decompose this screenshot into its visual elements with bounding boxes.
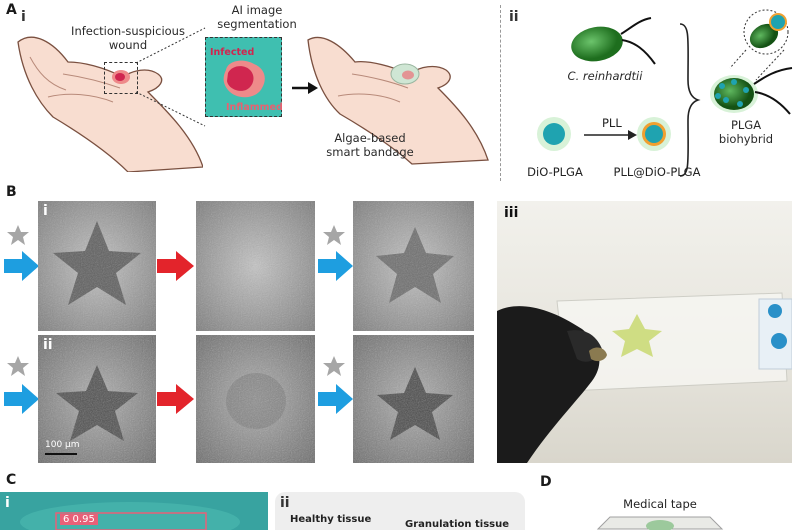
medical-tape-label: Medical tape: [623, 497, 697, 511]
hand-bandage-illustration: [307, 36, 489, 165]
inflamed-label: Inflammed: [226, 102, 283, 113]
red-arrow-icon: [157, 251, 194, 281]
microscopy-ii-1: [38, 335, 156, 463]
star-icon: [7, 356, 29, 376]
infected-label: Infected: [210, 47, 255, 58]
alga-caption: C. reinhardtii: [567, 69, 643, 83]
bandage-photo: iii: [497, 201, 792, 463]
panel-b-label: B: [6, 184, 17, 200]
blue-arrow-icon: [4, 384, 39, 414]
scale-bar: [45, 453, 77, 455]
microscopy-ii-3: [353, 335, 474, 463]
panel-a-ii-label: ii: [509, 9, 519, 25]
divider: [500, 5, 501, 181]
panel-c-i-label: i: [5, 495, 10, 511]
pll-label: PLL: [602, 116, 622, 130]
alga-cell-icon: [571, 17, 656, 65]
microscopy-i-1: [38, 201, 156, 331]
pll-dio-plga-caption: PLL@DiO-PLGA: [613, 165, 701, 179]
panel-b-iii-label: iii: [504, 205, 519, 221]
blue-arrow-icon: [318, 384, 353, 414]
star-icon: [7, 225, 29, 245]
bandage-caption: Algae-based smart bandage: [326, 131, 414, 159]
bracket: [679, 23, 701, 177]
red-arrow-icon: [157, 384, 194, 414]
wound-spot: [112, 70, 130, 84]
right-arrow-icon: [292, 82, 318, 94]
biohybrid-caption: PLGA biohybrid: [718, 118, 774, 146]
segmentation-box: Infected Inflammed: [205, 37, 283, 117]
detection-overlay: 6 0.95: [60, 514, 98, 525]
segmentation-caption: AI image segmentation: [217, 3, 297, 31]
granulation-tissue-label: Granulation tissue: [405, 519, 509, 530]
panel-c-ii-label: ii: [280, 495, 290, 511]
dio-plga-caption: DiO-PLGA: [527, 165, 583, 179]
blue-arrow-icon: [4, 251, 39, 281]
healthy-tissue-label: Healthy tissue: [290, 514, 372, 525]
panel-d-label: D: [540, 474, 552, 490]
microscopy-i-3: [353, 201, 474, 331]
microscopy-i-2: [196, 201, 315, 331]
panel-a-label: A: [6, 2, 17, 18]
biohybrid-illustration: [710, 9, 793, 115]
hand-wound-illustration: [17, 36, 203, 172]
panel-a-i-label: i: [21, 9, 26, 25]
tape-illustration: [596, 516, 724, 530]
panel-b-i-label: i: [43, 203, 48, 219]
tissue-panel: ii Healthy tissue Granulation tissue: [275, 492, 525, 530]
pll-dio-plga-particle-icon: [637, 117, 671, 151]
scale-bar-label: 100 μm: [45, 440, 80, 450]
star-icon: [323, 356, 345, 376]
microscopy-ii-2: [196, 335, 315, 463]
zoom-lines: [135, 27, 206, 127]
wound-photo: i 6 0.95: [0, 492, 268, 530]
dio-plga-particle-icon: [537, 117, 571, 151]
blue-arrow-icon: [318, 251, 353, 281]
pll-arrow-icon: [584, 130, 637, 140]
panel-b-ii-label: ii: [43, 337, 53, 353]
wound-caption: Infection-suspicious wound: [71, 24, 185, 52]
wound-focus-box: [104, 62, 138, 94]
star-icon: [323, 225, 345, 245]
panel-c-label: C: [6, 472, 17, 488]
